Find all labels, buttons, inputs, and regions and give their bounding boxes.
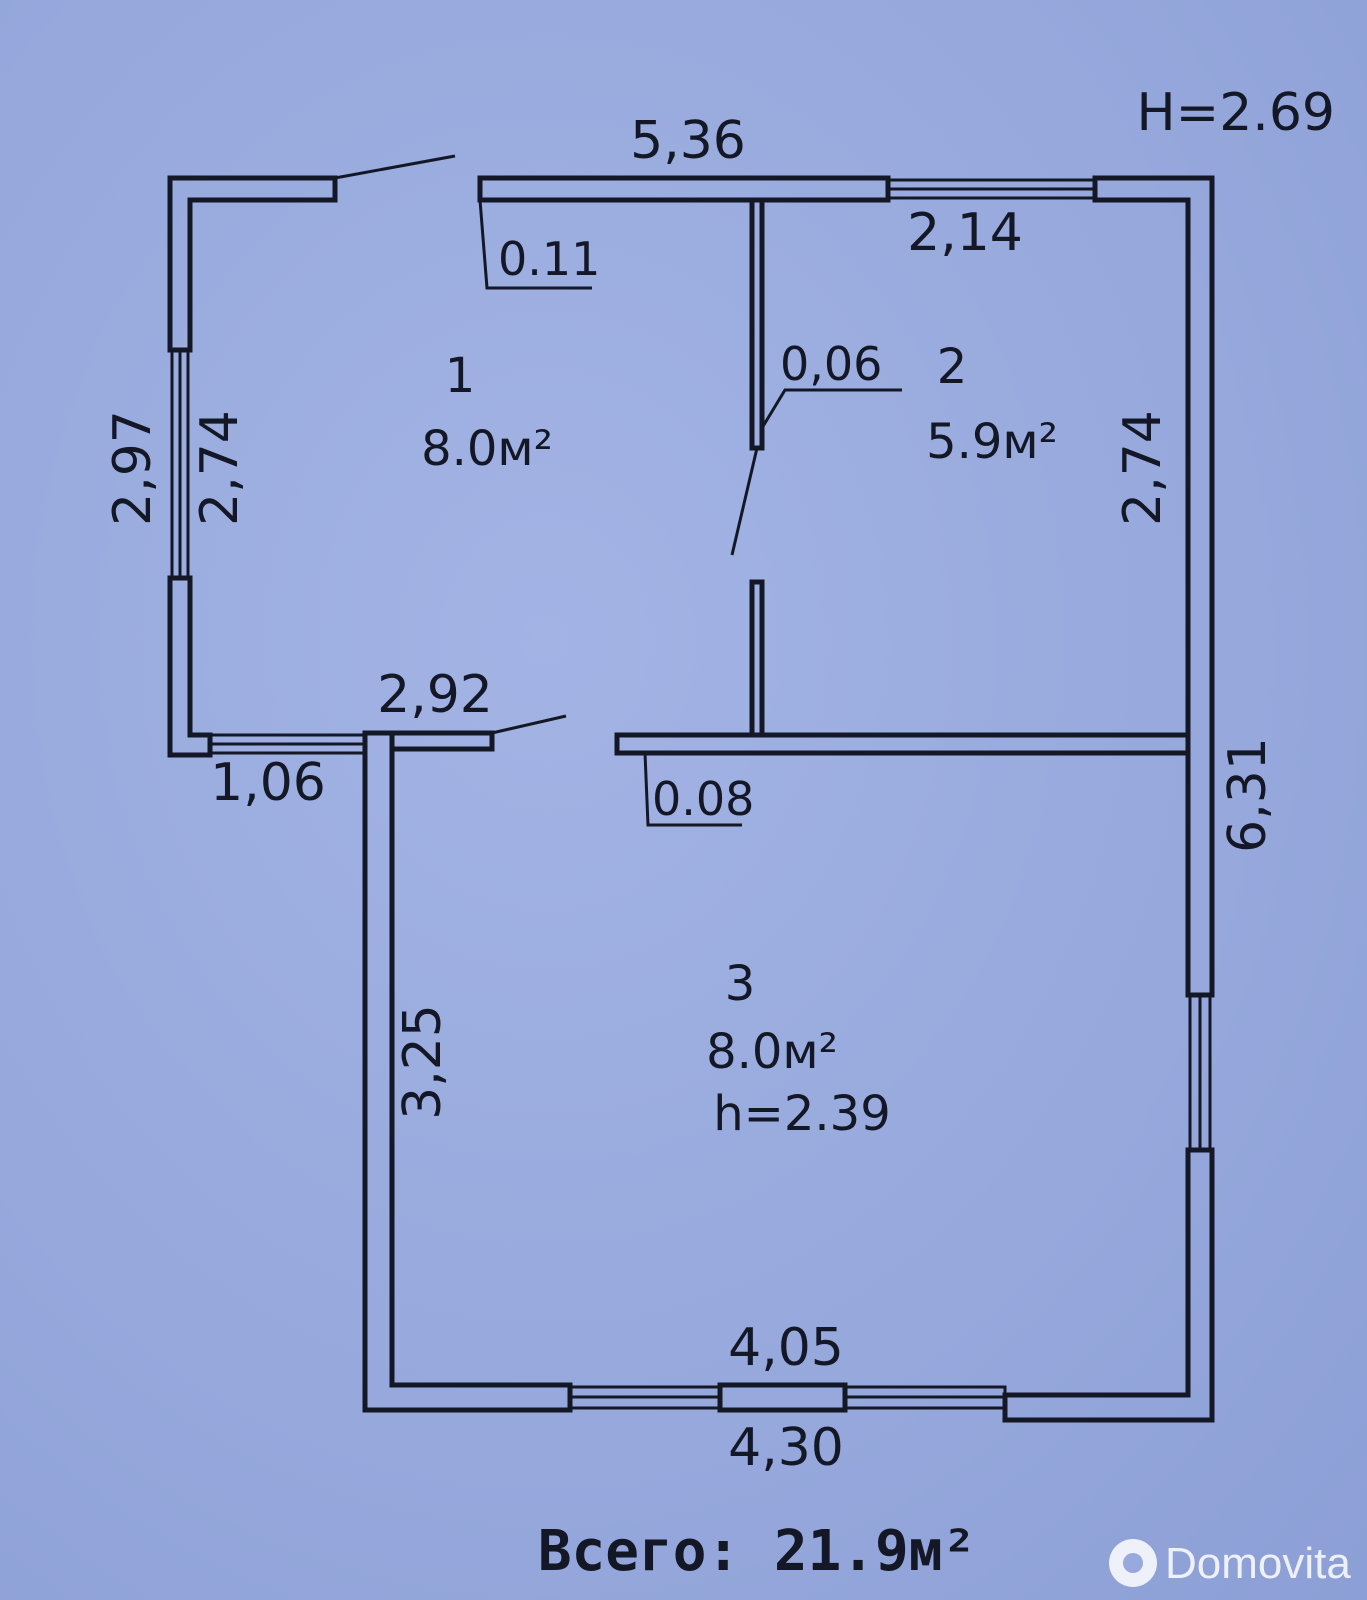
room-1-number: 1 [445, 348, 476, 404]
room-2-number: 2 [937, 339, 968, 395]
dim-left-inner: 2,74 [190, 410, 250, 526]
wall-top-main [477, 175, 891, 203]
room-2: 2 5.9м² [926, 339, 1058, 470]
room-1-area: 8.0м² [421, 421, 553, 477]
leader-0-06 [760, 388, 902, 429]
ceiling-height-label: H=2.69 [1137, 83, 1335, 143]
wall-top-left-outer [167, 175, 338, 353]
dim-wall-thickness-mid: 0.08 [652, 772, 754, 826]
room-3-height: h=2.39 [713, 1086, 891, 1142]
dim-partition-thickness: 0,06 [780, 337, 882, 391]
domovita-logo-icon [1109, 1539, 1157, 1587]
dim-room3-left: 3,25 [393, 1004, 453, 1120]
wall-top-right-corner [1092, 175, 1215, 998]
window-right [1188, 993, 1212, 1152]
door-room3-swing [491, 714, 567, 735]
window-left-bottom [208, 733, 367, 755]
windows [170, 178, 1212, 1410]
wall-mid-stub [389, 730, 495, 752]
wall-left-lower-outer [167, 575, 213, 758]
window-top [886, 178, 1097, 200]
total-area: Всего: 21.9м² [538, 1519, 976, 1584]
dim-top-overall: 5,36 [630, 111, 746, 171]
window-bottom-right [843, 1385, 1007, 1410]
dim-right-overall: 6,31 [1218, 737, 1278, 853]
window-bottom-left [568, 1385, 722, 1410]
dim-mid-wall: 2,92 [377, 665, 493, 725]
wall-bottom-pier [717, 1382, 848, 1413]
partition-upper [749, 197, 765, 451]
room-2-area: 5.9м² [926, 414, 1058, 470]
wall-right-lower [1002, 1147, 1215, 1423]
leaders [478, 199, 902, 827]
wall-interior-horizontal [614, 732, 1191, 756]
dim-bottom-outer: 4,30 [728, 1418, 844, 1478]
dim-right-room2: 2,74 [1113, 410, 1173, 526]
dim-bottom-inner: 4,05 [728, 1318, 844, 1378]
room-3-area: 8.0м² [706, 1024, 838, 1080]
doors [334, 154, 759, 735]
dim-top-window: 2,14 [907, 203, 1023, 263]
dim-step-wall: 1,06 [210, 753, 326, 813]
leader-0-11 [478, 199, 592, 290]
room-3: 3 8.0м² h=2.39 [706, 956, 891, 1142]
dim-left-outer: 2,97 [103, 410, 163, 526]
partition-lower [749, 579, 765, 738]
watermark: Domovita [1109, 1539, 1351, 1588]
door-entrance-swing [334, 154, 456, 180]
leader-0-08 [643, 752, 742, 827]
dim-wall-thickness-top: 0.11 [498, 232, 600, 286]
door-room2-swing [730, 447, 759, 556]
room-3-number: 3 [725, 956, 756, 1012]
room-1: 1 8.0м² [421, 348, 553, 477]
window-left [170, 348, 190, 580]
watermark-label: Domovita [1165, 1539, 1351, 1588]
